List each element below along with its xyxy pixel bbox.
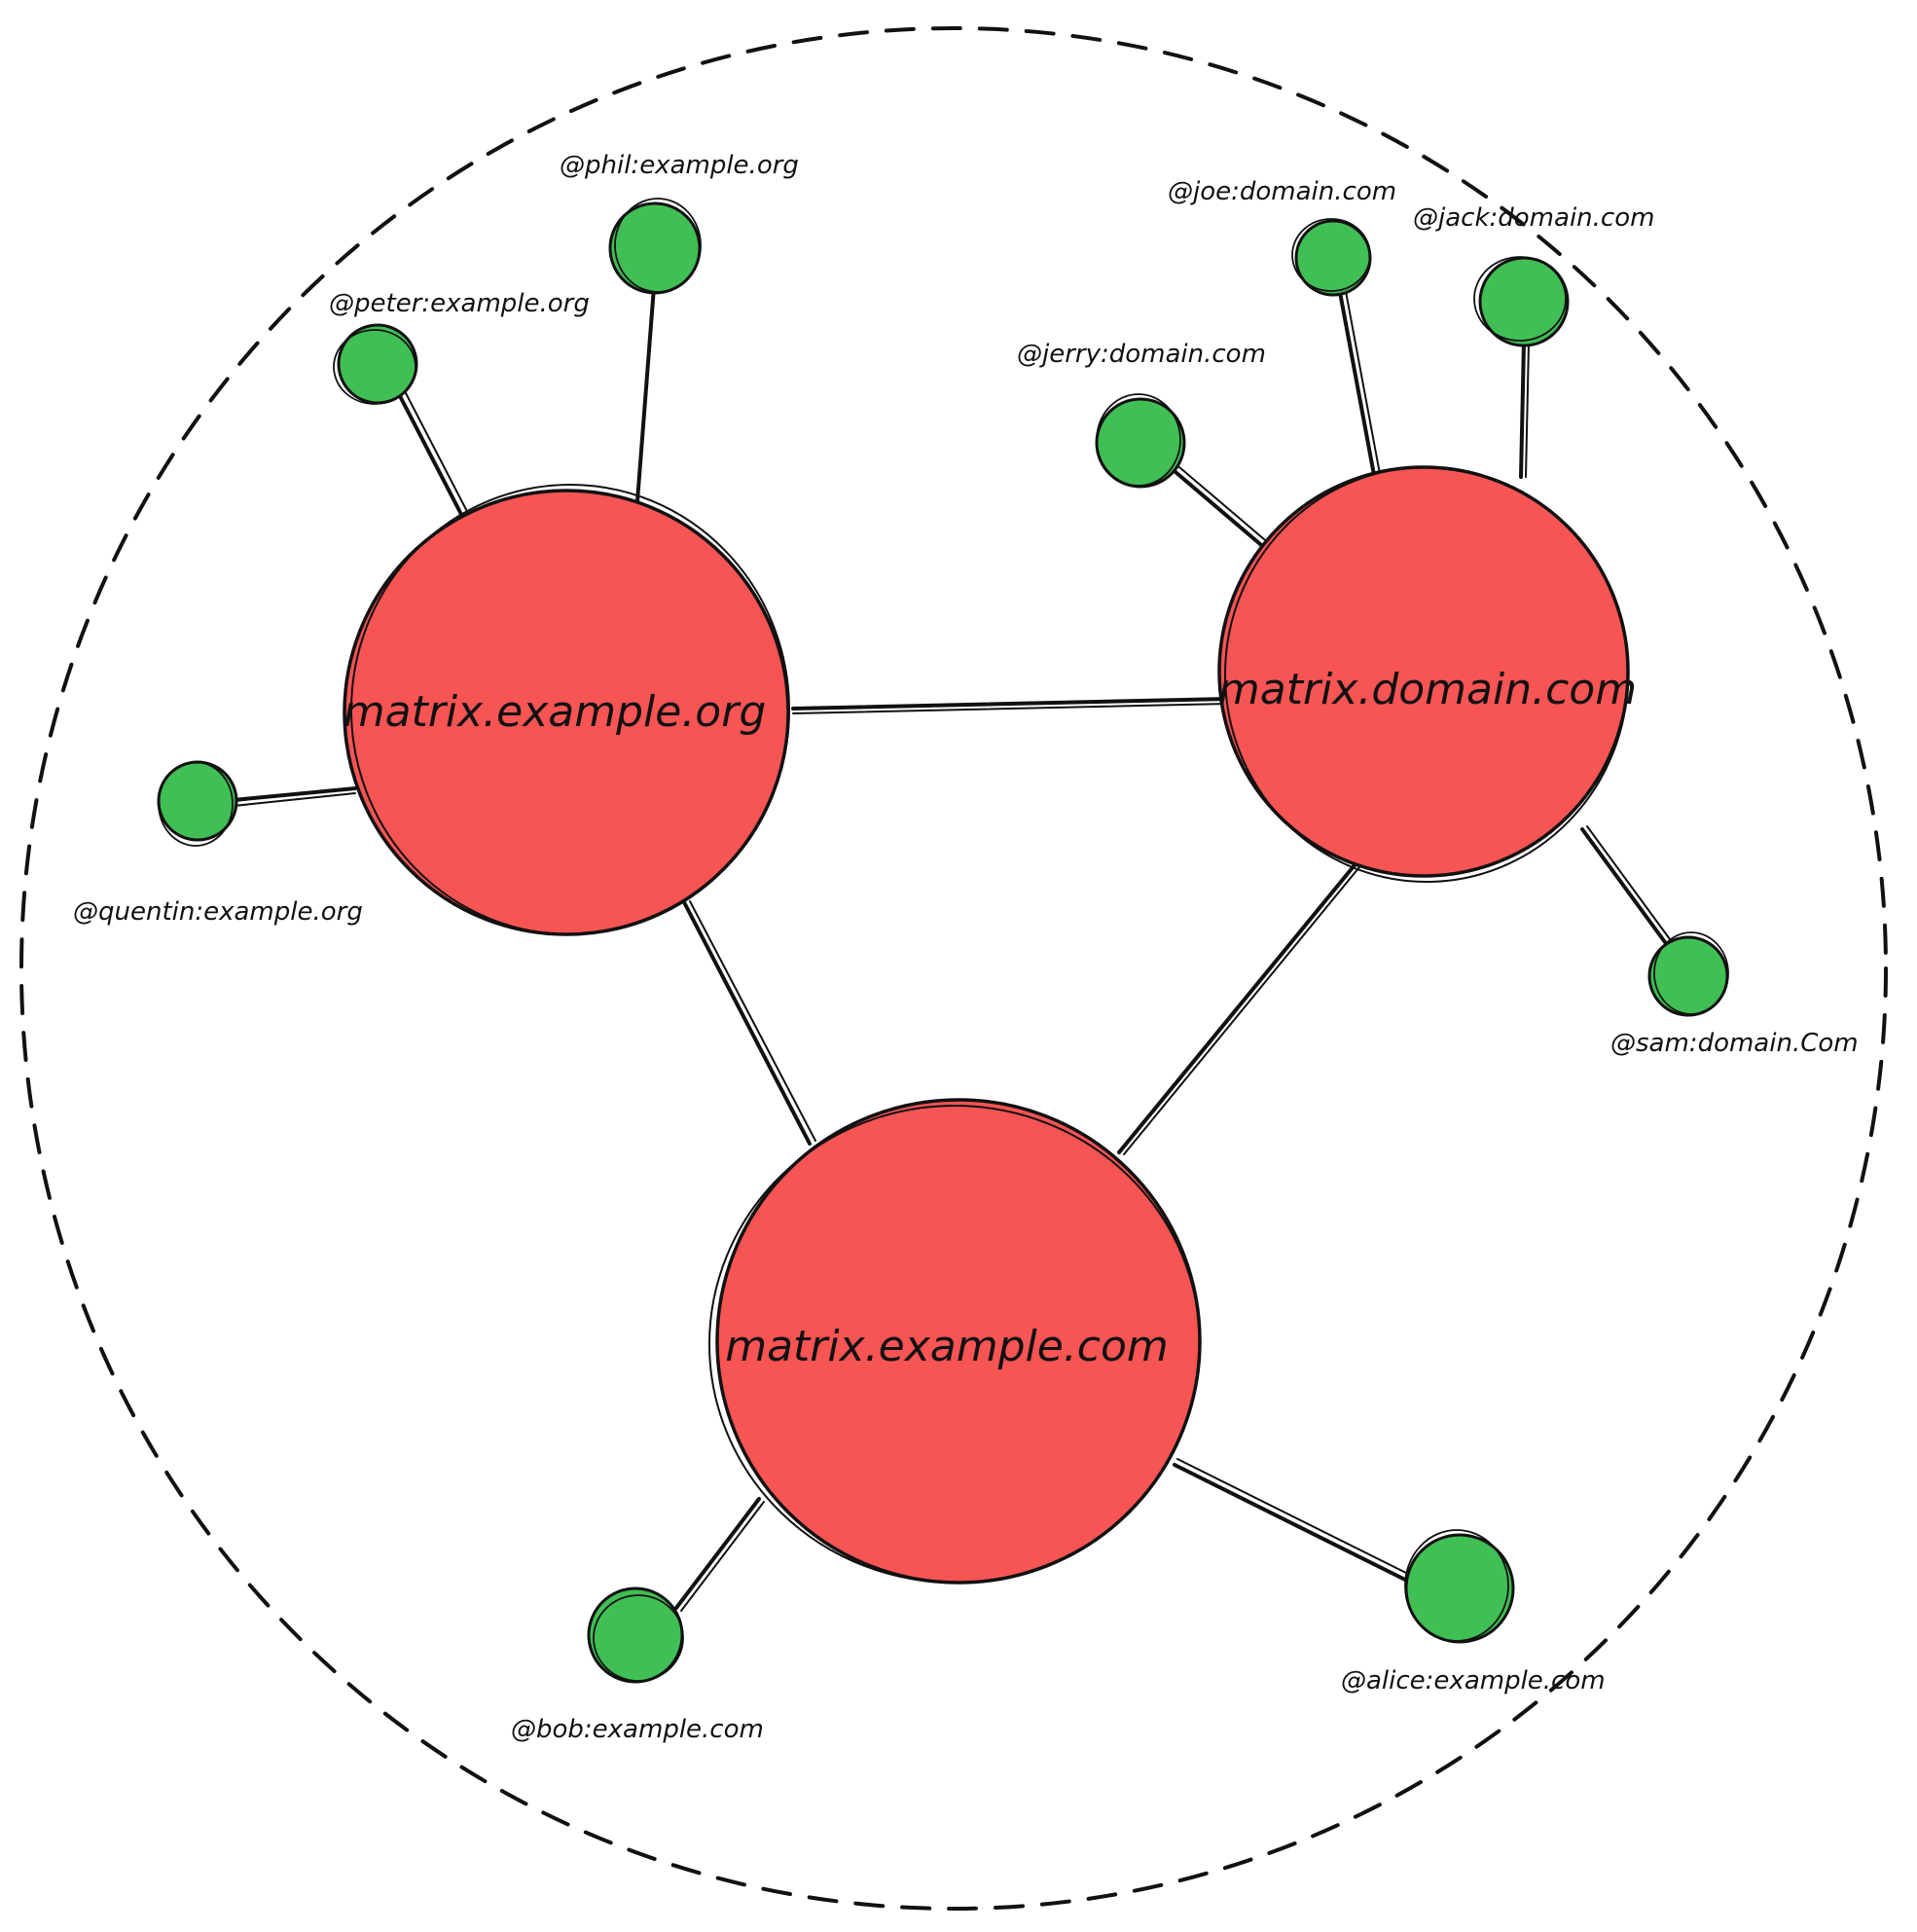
server-label-matrix-example-com: matrix.example.com bbox=[725, 1322, 1169, 1371]
server-outline-sketch bbox=[350, 484, 790, 935]
user-outline-sketch bbox=[1096, 393, 1181, 487]
link-bob-sketch bbox=[680, 1501, 765, 1612]
user-fill bbox=[159, 762, 236, 840]
user-node-jerry: @jerry:domain.com bbox=[1017, 340, 1266, 489]
link-peter bbox=[397, 392, 469, 528]
link-jack-sketch bbox=[1525, 342, 1530, 478]
link-alice-sketch bbox=[1176, 1458, 1413, 1577]
user-label-sam: @sam:domain.Com bbox=[1610, 1029, 1859, 1058]
user-outline-sketch bbox=[1473, 256, 1567, 342]
server-node-matrix-example-org: matrix.example.org bbox=[343, 484, 790, 936]
user-fill bbox=[1097, 399, 1184, 487]
link-quentin-sketch bbox=[233, 792, 356, 807]
user-fill bbox=[1480, 258, 1568, 346]
user-outline-sketch bbox=[1291, 218, 1371, 292]
user-node-quentin: @quentin:example.org bbox=[73, 760, 363, 927]
user-fill bbox=[1406, 1535, 1513, 1642]
user-outline-sketch bbox=[614, 198, 702, 293]
servers: matrix.example.org matrix.domain.com mat… bbox=[343, 465, 1637, 1585]
users: @phil:example.org @peter:example.org @qu… bbox=[73, 151, 1859, 1744]
user-label-bob: @bob:example.com bbox=[511, 1715, 764, 1744]
user-outline bbox=[608, 201, 702, 295]
server-fill bbox=[1219, 467, 1628, 876]
server-node-matrix-domain-com: matrix.domain.com bbox=[1217, 465, 1637, 883]
user-outline bbox=[1647, 935, 1729, 1017]
link-dom-com-sketch bbox=[1123, 861, 1364, 1155]
user-outline bbox=[587, 1586, 684, 1684]
user-outline bbox=[1404, 1533, 1515, 1644]
user-label-alice: @alice:example.com bbox=[1341, 1666, 1606, 1695]
server-outline-sketch bbox=[1224, 466, 1629, 883]
user-fill bbox=[1649, 937, 1727, 1015]
link-joe bbox=[1337, 285, 1376, 477]
link-phil bbox=[635, 285, 656, 503]
user-outline-sketch bbox=[158, 761, 234, 847]
user-links bbox=[232, 285, 1671, 1612]
user-outline-sketch bbox=[593, 1594, 684, 1682]
user-outline-sketch bbox=[1653, 931, 1729, 1015]
server-node-matrix-example-com: matrix.example.com bbox=[708, 1098, 1202, 1585]
link-jack bbox=[1519, 341, 1526, 479]
link-org-com-sketch bbox=[689, 900, 816, 1142]
server-fill bbox=[717, 1100, 1200, 1583]
user-node-sam: @sam:domain.Com bbox=[1610, 931, 1859, 1058]
link-peter-sketch bbox=[404, 390, 474, 524]
user-outline bbox=[337, 323, 418, 405]
user-label-jerry: @jerry:domain.com bbox=[1017, 340, 1266, 369]
link-org-dom bbox=[791, 697, 1230, 711]
server-fill bbox=[344, 491, 788, 934]
user-fill bbox=[1296, 221, 1370, 295]
link-bob bbox=[674, 1497, 761, 1610]
link-joe-sketch bbox=[1344, 285, 1381, 475]
link-alice bbox=[1173, 1463, 1411, 1584]
server-label-matrix-example-org: matrix.example.org bbox=[344, 687, 767, 737]
link-sam bbox=[1580, 827, 1667, 944]
federation-links bbox=[682, 697, 1364, 1155]
user-node-alice: @alice:example.com bbox=[1341, 1529, 1606, 1695]
user-node-jack: @jack:domain.com bbox=[1413, 203, 1654, 347]
user-outline-sketch bbox=[333, 329, 416, 405]
user-node-joe: @joe:domain.com bbox=[1168, 177, 1396, 297]
server-label-matrix-domain-com: matrix.domain.com bbox=[1218, 665, 1637, 714]
user-outline-sketch bbox=[1404, 1529, 1509, 1642]
user-label-joe: @joe:domain.com bbox=[1168, 177, 1396, 206]
federation-boundary bbox=[19, 26, 1888, 1911]
link-org-dom-sketch bbox=[792, 703, 1229, 714]
user-node-peter: @peter:example.org bbox=[329, 289, 590, 405]
user-label-peter: @peter:example.org bbox=[329, 289, 590, 318]
link-org-com bbox=[682, 900, 812, 1146]
link-dom-com bbox=[1117, 858, 1360, 1154]
server-outline-sketch bbox=[708, 1105, 1201, 1584]
user-label-jack: @jack:domain.com bbox=[1413, 203, 1654, 233]
user-label-quentin: @quentin:example.org bbox=[73, 897, 363, 927]
link-jerry-sketch bbox=[1178, 466, 1272, 546]
user-node-phil: @phil:example.org bbox=[560, 151, 799, 295]
link-quentin bbox=[232, 786, 357, 802]
user-fill bbox=[589, 1588, 682, 1682]
user-label-phil: @phil:example.org bbox=[560, 151, 799, 180]
user-fill bbox=[339, 325, 416, 403]
link-sam-sketch bbox=[1586, 825, 1671, 940]
user-node-bob: @bob:example.com bbox=[511, 1586, 764, 1744]
link-jerry bbox=[1174, 470, 1269, 552]
user-fill bbox=[610, 203, 700, 293]
